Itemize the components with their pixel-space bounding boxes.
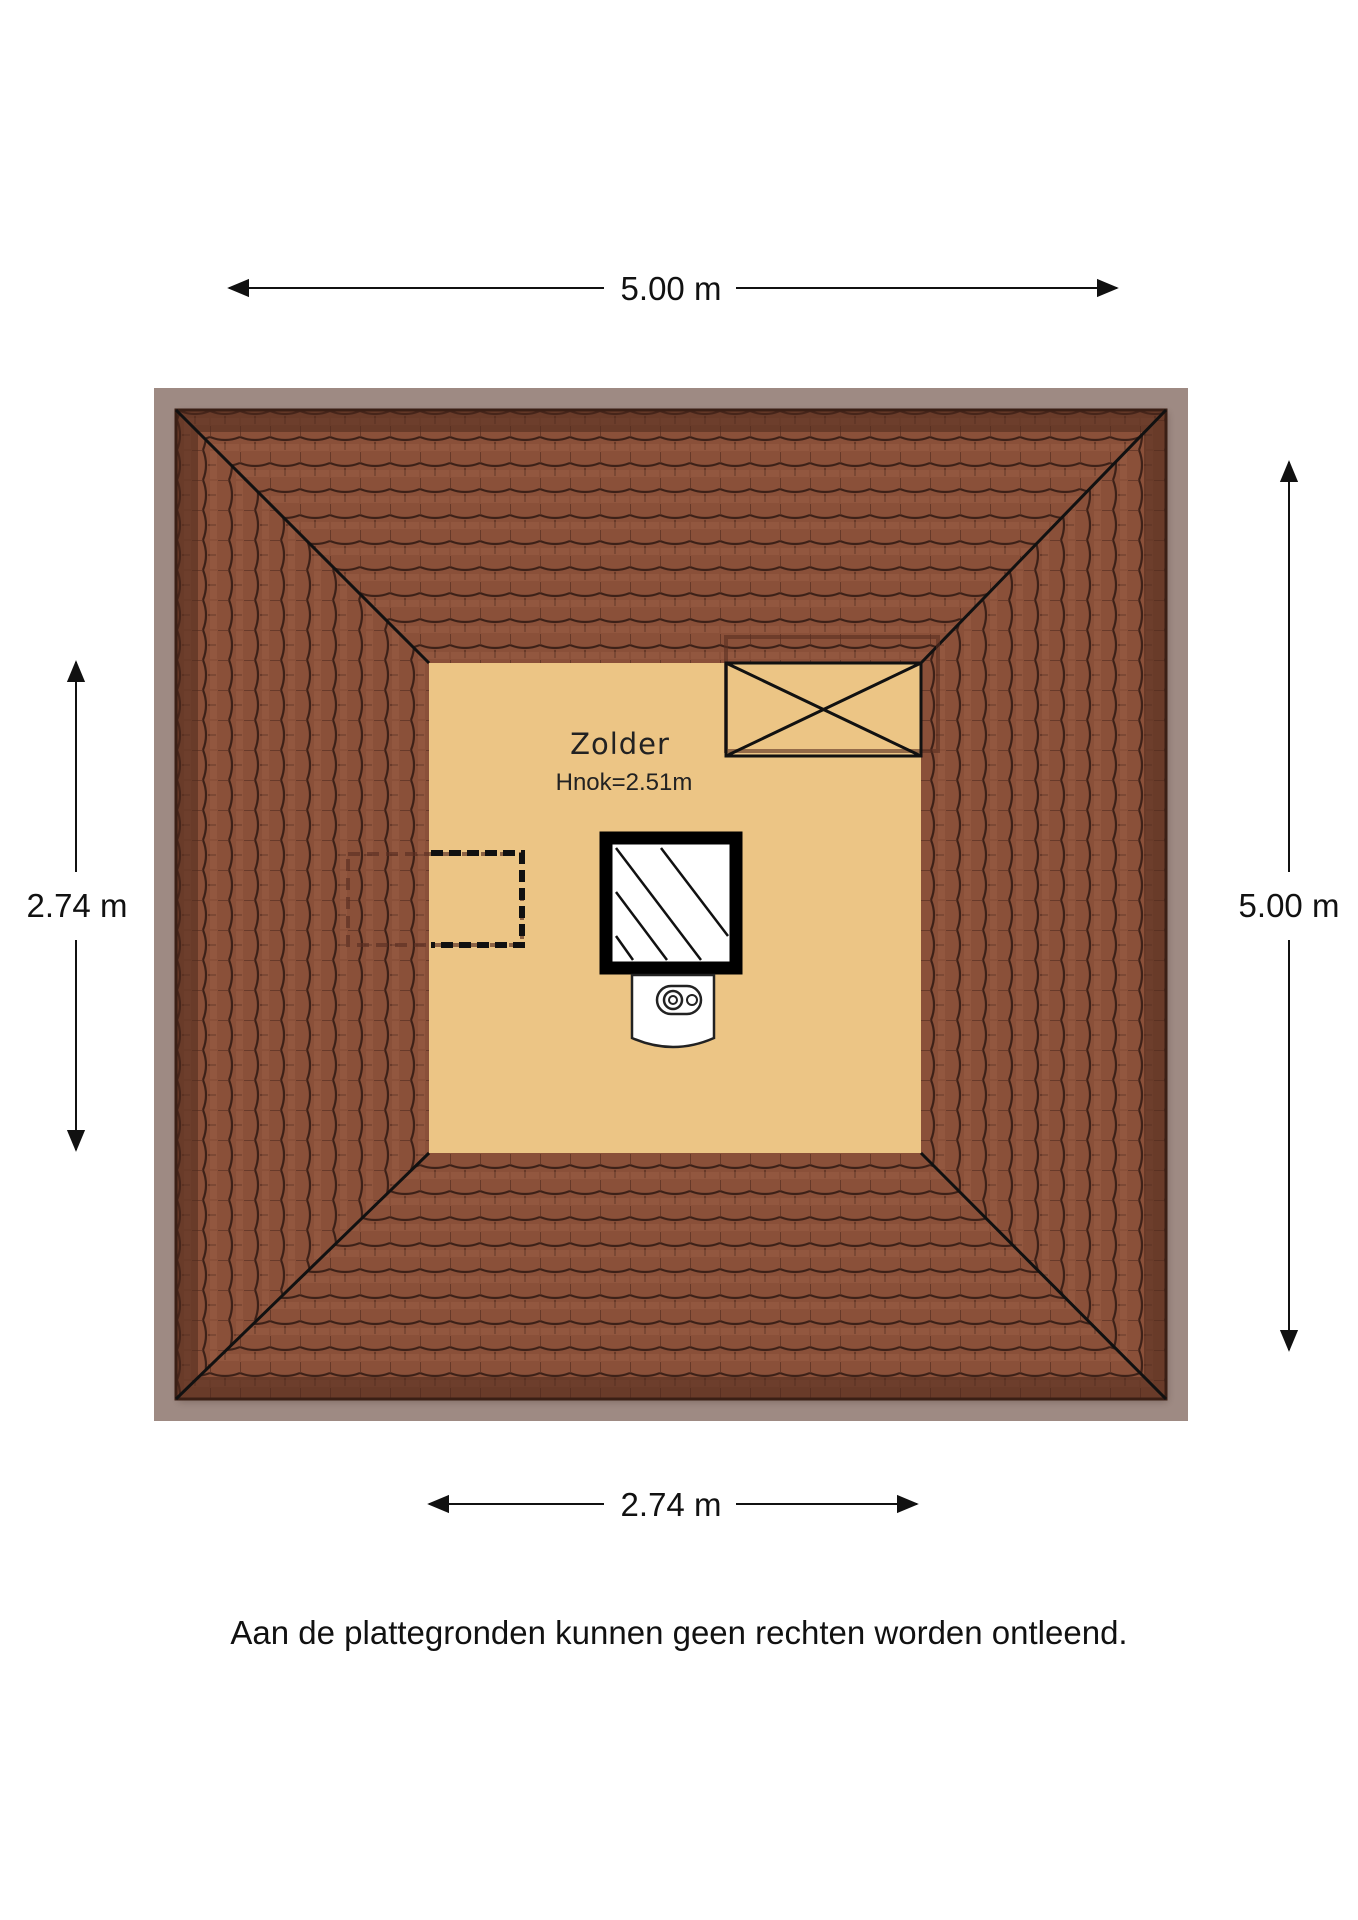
dimension-bottom-label: 2.74 m: [621, 1486, 722, 1523]
disclaimer-text: Aan de plattegronden kunnen geen rechten…: [230, 1614, 1128, 1651]
stair-opening: [599, 831, 743, 975]
dimension-right: 5.00 m: [1239, 460, 1340, 1352]
dimension-bottom: 2.74 m: [427, 1486, 919, 1523]
room-ridge-height: Hnok=2.51m: [556, 769, 693, 796]
dimension-left: 2.74 m: [27, 660, 128, 1152]
attic-hatch: [724, 661, 923, 758]
roof: [154, 388, 1188, 1421]
dimension-right-label: 5.00 m: [1239, 887, 1340, 924]
roof-slope-bottom: [176, 1153, 1166, 1399]
hip-line: [174, 1151, 431, 1401]
roof-slope-top: [176, 410, 1166, 663]
room-name: Zolder: [570, 727, 670, 761]
boiler-icon: [630, 973, 716, 1049]
hip-line: [919, 408, 1168, 665]
roof-slope-right: [921, 410, 1166, 1399]
roof-slope-left: [176, 410, 429, 1399]
dimension-left-label: 2.74 m: [27, 887, 128, 924]
dimension-top: 5.00 m: [227, 270, 1119, 307]
hip-line: [174, 408, 431, 665]
dormer-window-outline: [346, 850, 525, 948]
dimension-top-label: 5.00 m: [621, 270, 722, 307]
hip-line: [919, 1151, 1168, 1401]
